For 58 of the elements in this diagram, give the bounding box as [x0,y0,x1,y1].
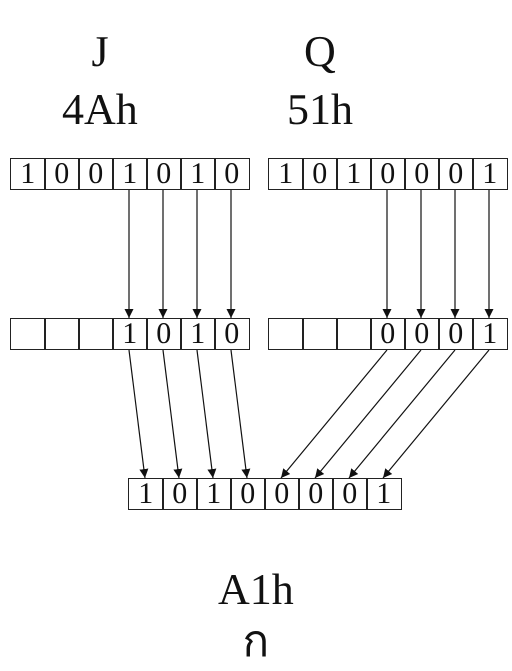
arrow [158,190,168,318]
register-name: Q [304,28,336,76]
bit-cell: 0 [146,318,182,350]
arrow [348,350,456,478]
bit-cell: 0 [332,478,368,510]
bit-cell: 1 [268,158,304,190]
empty-bit-cell [78,318,114,350]
bit-cell: 0 [230,478,266,510]
hex-value: 4Ah [62,86,138,134]
hex-value: A1h [218,566,294,614]
bit-cell: 1 [180,158,216,190]
empty-bit-cell [10,318,46,350]
bit-cell: 1 [366,478,402,510]
arrow [124,190,134,318]
bit-cell: 0 [404,318,440,350]
bit-cell: 1 [472,158,508,190]
arrow [192,190,202,318]
arrow [128,350,148,478]
arrow [196,350,216,478]
bit-cell: 0 [214,158,250,190]
arrow [314,350,422,478]
bit-cell: 0 [298,478,334,510]
bit-cell: 1 [196,478,232,510]
arrow [226,190,236,318]
bit-cell: 0 [438,158,474,190]
bit-cell: 0 [146,158,182,190]
bit-cell: 1 [10,158,46,190]
caption-letter: ก [242,618,270,666]
bit-cell: 0 [438,318,474,350]
arrow [230,350,250,478]
empty-bit-cell [44,318,80,350]
arrow [416,190,426,318]
bit-cell: 1 [180,318,216,350]
bit-cell: 0 [404,158,440,190]
arrow [162,350,182,478]
empty-bit-cell [302,318,338,350]
bit-cell: 0 [370,158,406,190]
arrow [280,350,388,478]
bit-cell: 1 [128,478,164,510]
bit-cell: 0 [44,158,80,190]
bit-cell: 1 [472,318,508,350]
bit-cell: 0 [214,318,250,350]
arrow [450,190,460,318]
empty-bit-cell [268,318,304,350]
bit-cell: 1 [112,318,148,350]
bit-cell: 0 [370,318,406,350]
register-name: J [92,28,109,76]
arrow [484,190,494,318]
bit-cell: 0 [162,478,198,510]
empty-bit-cell [336,318,372,350]
arrow [382,190,392,318]
arrow [382,350,490,478]
bit-cell: 0 [78,158,114,190]
bit-cell: 0 [264,478,300,510]
hex-value: 51h [287,86,353,134]
bit-cell: 0 [302,158,338,190]
bit-cell: 1 [336,158,372,190]
bit-cell: 1 [112,158,148,190]
